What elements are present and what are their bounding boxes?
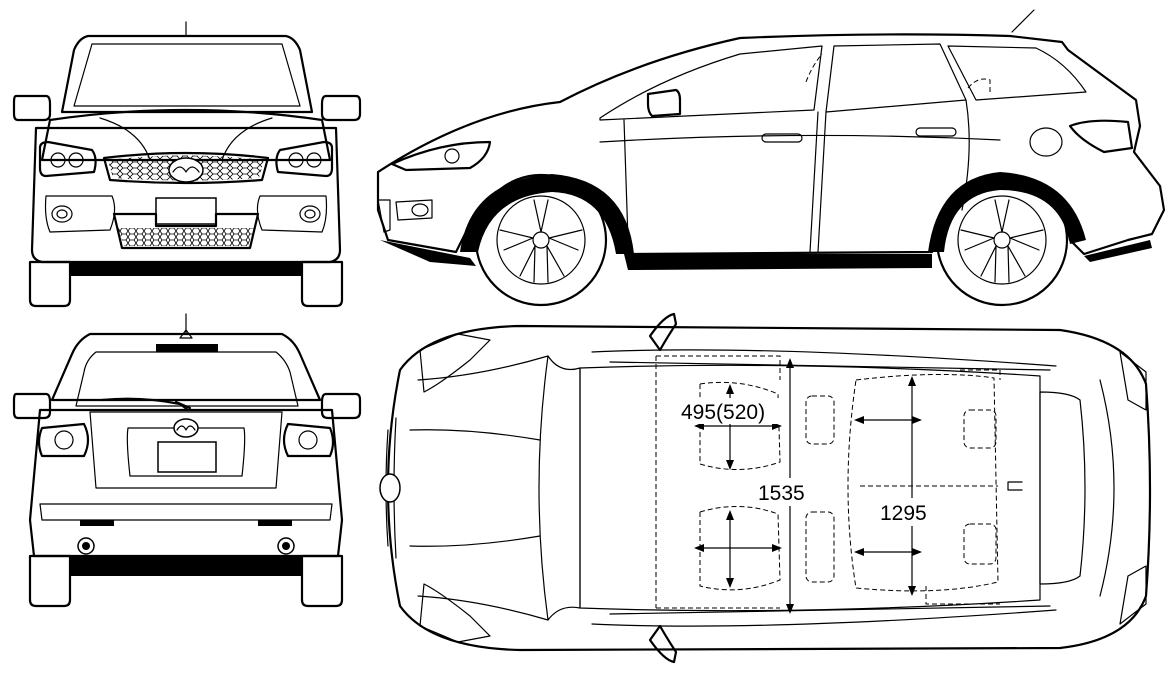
dim-rear-seat-width: 1295: [880, 502, 927, 525]
side-view: [376, 9, 1166, 307]
front-view: [12, 21, 362, 308]
rear-view: [12, 313, 362, 608]
top-view: 495(520) 1535 1295: [379, 312, 1152, 664]
dim-front-seat-depth: 495(520): [681, 401, 765, 424]
dim-interior-length: 1535: [758, 482, 805, 505]
